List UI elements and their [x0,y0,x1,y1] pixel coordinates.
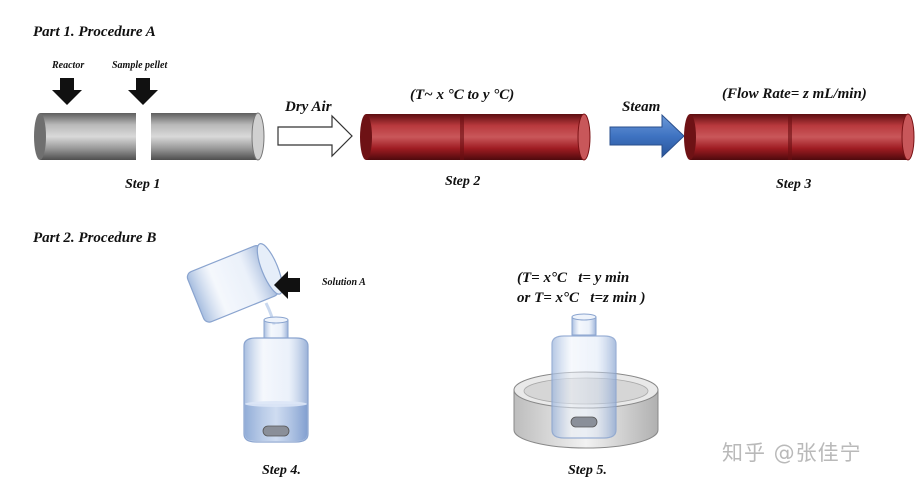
step1-label: Step 1 [125,177,161,192]
step5-condition-line2: or T= x°C t=z min ) [517,290,646,306]
steam-label: Steam [622,99,661,115]
watermark: 知乎 @张佳宁 [722,441,862,465]
pouring-beaker [186,243,284,323]
step5-label: Step 5. [568,463,607,478]
vial-step4 [243,316,309,443]
step4-label: Step 4. [262,463,301,478]
solution-a-label: Solution A [322,277,366,288]
part1-title: Part 1. Procedure A [33,24,156,40]
steam-arrow [609,113,685,159]
sample-pellet-in-vial [262,425,290,437]
vial-step5 [551,313,617,439]
reactor-down-arrow [52,78,82,105]
step2-label: Step 2 [445,174,481,189]
reactor-tube-step2 [360,113,591,161]
reactor-tube-step3 [684,113,915,161]
sample-pellet-in-bath-vial [570,416,598,428]
reactor-label: Reactor [52,60,85,71]
sample-pellet [136,113,151,160]
dry-air-label: Dry Air [285,99,332,115]
pellet-down-arrow [128,78,158,105]
step5-condition-line1: (T= x°C t= y min [517,270,630,286]
solution-a-arrow [274,271,300,299]
dry-air-arrow [277,114,353,158]
step2-condition: (T~ x °C to y °C) [410,87,515,103]
step3-condition: (Flow Rate= z mL/min) [722,86,867,102]
reactor-tube-step1 [34,112,265,161]
part2-title: Part 2. Procedure B [33,230,157,246]
step3-label: Step 3 [776,177,812,192]
sample-pellet-label: Sample pellet [112,60,168,71]
